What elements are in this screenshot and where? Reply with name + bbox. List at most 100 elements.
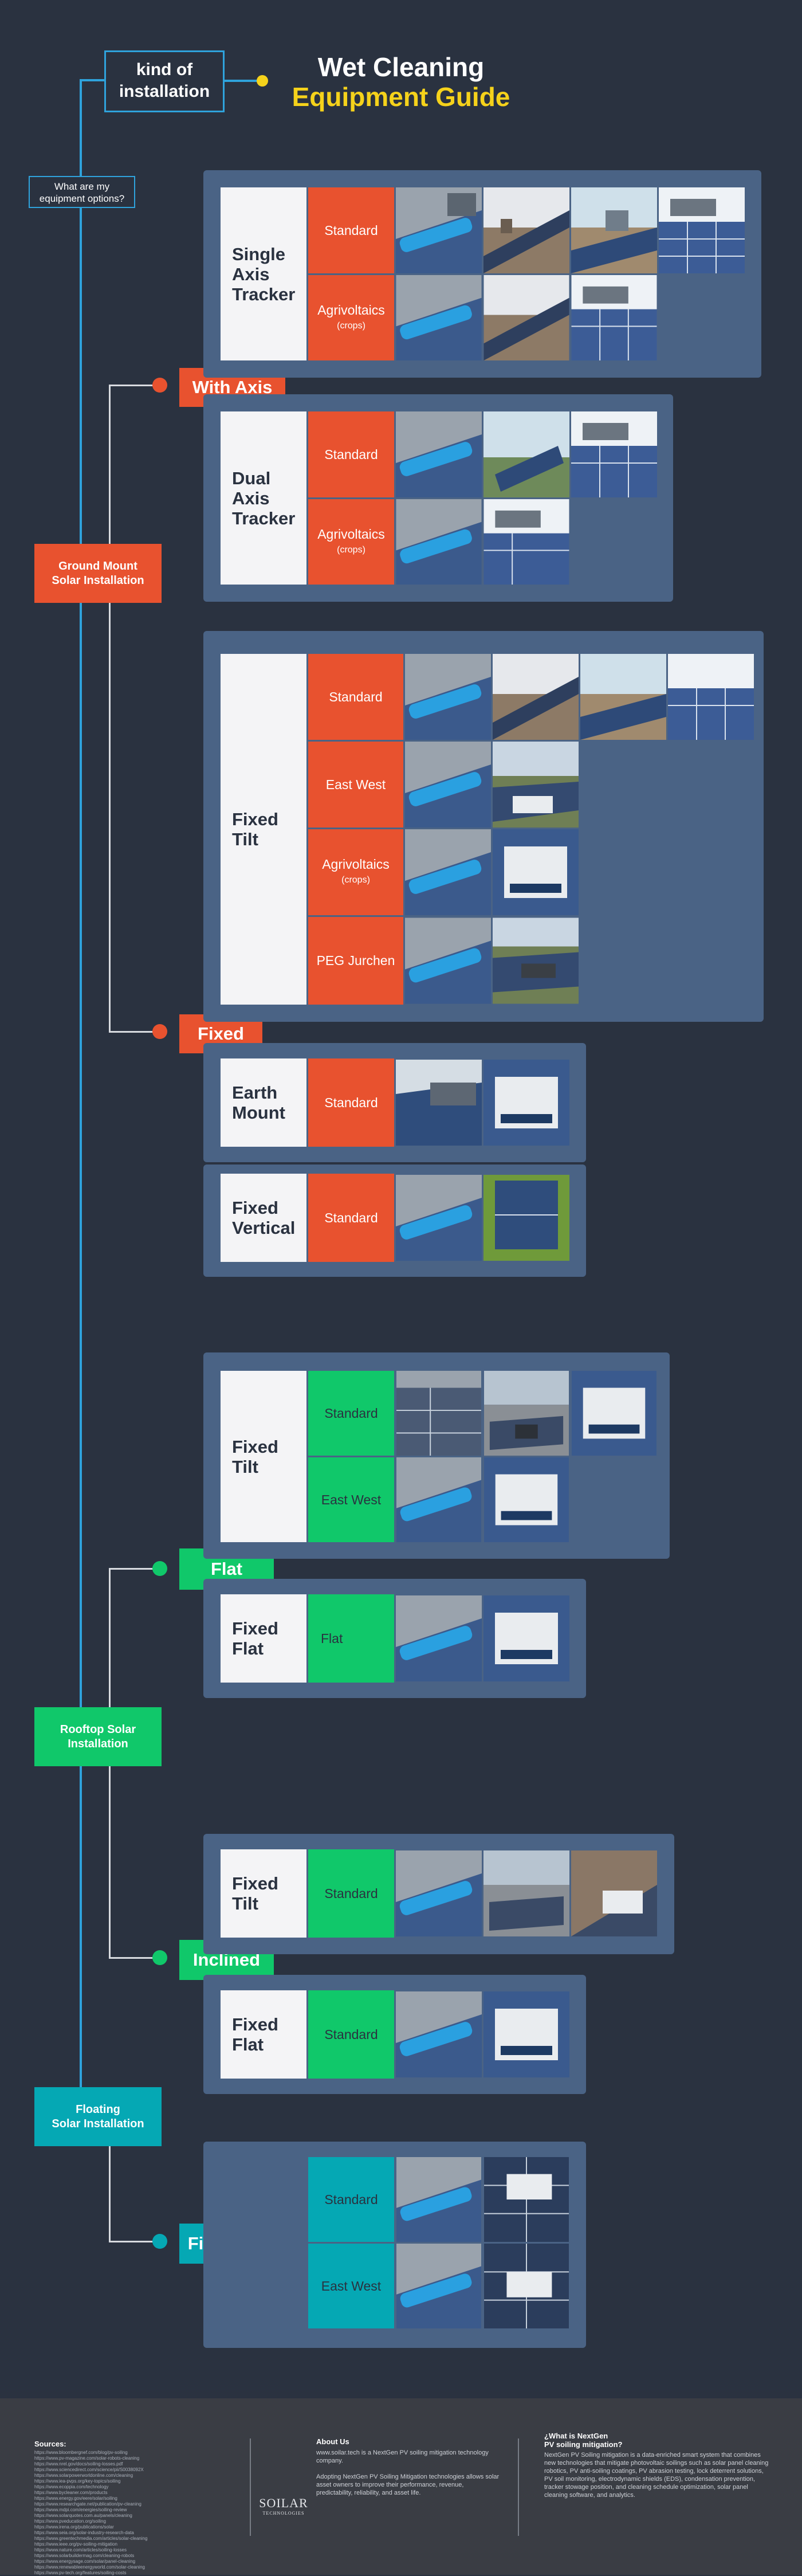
source-link[interactable]: https://www.pv-magazine.com/solar-robots… xyxy=(34,2456,140,2461)
source-link[interactable]: https://www.mdpi.com/energies/soiling-re… xyxy=(34,2507,127,2512)
source-link[interactable]: https://www.bloombergnef.com/blog/pv-soi… xyxy=(34,2450,128,2455)
bycleaner-field-image xyxy=(493,742,579,828)
kind-line-1: kind of xyxy=(136,60,193,79)
robot-arm-image xyxy=(659,187,745,273)
mount-l1: Fixed xyxy=(232,809,278,829)
option-agrivoltaics: Agrivoltaics(crops) xyxy=(308,275,394,360)
robot-brush-image xyxy=(396,1990,482,2079)
bycleaner-robot-image xyxy=(483,1990,569,2079)
option-east-west: East West xyxy=(308,742,403,828)
source-link[interactable]: https://www.energysage.com/solar/panel-c… xyxy=(34,2559,136,2564)
bycleaner-robot-image xyxy=(571,1371,657,1456)
logo-l1: SOILAR xyxy=(259,2496,308,2510)
option-label: Standard xyxy=(324,2191,378,2207)
robot-brush-image xyxy=(396,1174,482,1262)
mount-l1: Dual xyxy=(232,468,271,488)
option-label: East West xyxy=(321,2278,382,2293)
fixed-dot xyxy=(152,1024,167,1039)
option-standard: Standard xyxy=(308,187,394,273)
source-link[interactable]: https://www.renewableenergyworld.com/sol… xyxy=(34,2565,145,2570)
with-axis-dot xyxy=(152,378,167,393)
source-link[interactable]: https://www.pv-tech.org/features/soiling… xyxy=(34,2570,127,2575)
rooftop-robot-image xyxy=(483,1371,569,1456)
robot-brush-image xyxy=(405,829,491,915)
tracker-field-image xyxy=(580,654,666,740)
option-standard: Standard xyxy=(308,2157,394,2242)
option-standard: Standard xyxy=(308,1174,394,1262)
dual-tracker-field-image xyxy=(483,411,569,497)
mount-l1: Fixed xyxy=(232,1436,278,1457)
page-title-line1: Wet Cleaning xyxy=(317,52,485,82)
source-link[interactable]: https://www.greentechmedia.com/articles/… xyxy=(34,2536,148,2541)
robot-brush-image xyxy=(396,2157,482,2242)
mount-l1: Fixed xyxy=(232,1618,278,1638)
ground-l1: Ground Mount xyxy=(58,559,137,573)
option-label: Standard xyxy=(324,1095,378,1110)
source-link[interactable]: https://www.nature.com/articles/soiling-… xyxy=(34,2547,127,2553)
yellow-dot xyxy=(257,75,268,87)
mount-l1: Fixed xyxy=(232,1873,278,1893)
option-label: Agrivoltaics xyxy=(322,857,390,872)
flat-connector xyxy=(109,1568,155,1570)
source-link[interactable]: https://www.ecoppia.com/technology xyxy=(34,2484,109,2489)
floating-robot-image xyxy=(483,2244,569,2328)
option-label: Standard xyxy=(324,222,378,238)
source-link[interactable]: https://www.solarquotes.com.au/panels/cl… xyxy=(34,2513,132,2518)
source-link[interactable]: https://www.sciencedirect.com/science/pi… xyxy=(34,2467,144,2472)
source-link[interactable]: https://www.irena.org/publications/solar xyxy=(34,2524,114,2530)
robot-arm-image xyxy=(571,411,657,497)
option-label: Standard xyxy=(329,689,383,704)
about-p1: www.soilar.tech is a NextGen PV soiling … xyxy=(316,2449,489,2464)
source-link[interactable]: https://www.ieee.org/pv-soiling-mitigati… xyxy=(34,2542,117,2547)
mount-l2: Axis xyxy=(232,488,270,508)
bycleaner-robot-image xyxy=(493,829,579,915)
source-link[interactable]: https://www.seia.org/solar-industry-rese… xyxy=(34,2530,134,2535)
option-peg-jurchen: PEG Jurchen xyxy=(308,917,403,1005)
option-standard: Standard xyxy=(308,654,403,740)
option-sublabel: (crops) xyxy=(337,544,365,555)
ground-l2: Solar Installation xyxy=(52,574,144,587)
source-link[interactable]: https://www.bycleaner.com/products xyxy=(34,2490,108,2495)
source-link[interactable]: https://www.researchgate.net/publication… xyxy=(34,2501,141,2507)
what-title: ¿What is NextGen PV soiling mitigation? xyxy=(544,2432,623,2449)
mount-l2: Tilt xyxy=(232,829,258,849)
source-link[interactable]: https://www.iea-pvps.org/key-topics/soil… xyxy=(34,2479,121,2484)
bycleaner-robot-image xyxy=(483,1594,569,1683)
option-label: Agrivoltaics xyxy=(317,302,385,317)
footer: Sources: https://www.bloombergnef.com/bl… xyxy=(0,2398,802,2575)
page-title-line2: Equipment Guide xyxy=(292,82,510,112)
source-link[interactable]: https://www.pveducation.org/soiling xyxy=(34,2519,106,2524)
robot-brush-image xyxy=(405,742,491,828)
floating-branch-line xyxy=(109,2146,111,2242)
mount-l2: Mount xyxy=(232,1103,285,1123)
source-link[interactable]: https://www.nrel.gov/docs/soiling-losses… xyxy=(34,2461,123,2467)
field-row-image xyxy=(483,275,569,360)
sources-list: https://www.bloombergnef.com/blog/pv-soi… xyxy=(34,2450,246,2576)
source-link[interactable]: https://www.solarbuildermag.com/cleaning… xyxy=(34,2553,135,2558)
robot-brush-image xyxy=(396,187,482,273)
mount-l2: Axis xyxy=(232,264,270,284)
fixed-connector xyxy=(109,1031,155,1033)
field-row-image xyxy=(493,654,579,740)
robot-arm-image xyxy=(668,654,754,740)
kind-line-2: installation xyxy=(119,82,210,101)
what-l1: ¿What is NextGen xyxy=(544,2432,608,2440)
ask-line-2: equipment options? xyxy=(39,193,125,204)
option-label: Standard xyxy=(324,446,378,462)
mount-l1: Fixed xyxy=(232,1198,278,1218)
source-link[interactable]: https://www.solarpowerworldonline.com/cl… xyxy=(34,2473,133,2478)
with-axis-connector xyxy=(109,385,155,386)
source-link[interactable]: https://www.energy.gov/eere/solar/soilin… xyxy=(34,2496,117,2501)
option-label: Standard xyxy=(324,1885,378,1901)
robot-brush-image xyxy=(405,654,491,740)
option-standard: Standard xyxy=(308,411,394,497)
robot-arm-image xyxy=(571,275,657,360)
